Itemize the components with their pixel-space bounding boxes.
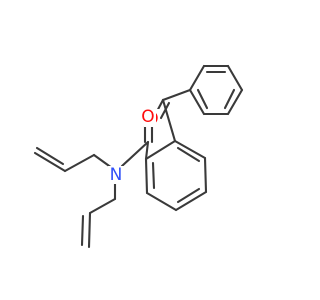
bond-ketone-phenyl — [161, 88, 192, 102]
bond-benzo-6 — [144, 139, 177, 161]
bond-allyl-upper-3a — [33, 151, 67, 173]
bond-benzo-inner-2 — [176, 187, 201, 204]
amide-nitrogen-background — [108, 166, 124, 184]
bond-allyl-lower-3a — [87, 211, 92, 249]
molecule-structure-diagram: O O N — [33, 64, 244, 249]
amide-oxygen-label: O — [141, 107, 154, 127]
bond-benzo-inner-1 — [176, 146, 201, 163]
bond-amide-n — [120, 140, 150, 168]
bond-benzo-4 — [145, 191, 178, 212]
bond-phenyl-6 — [188, 64, 206, 92]
bond-allyl-lower-2 — [88, 197, 117, 215]
bond-phenyl-2 — [226, 64, 244, 92]
bond-benzo-1 — [173, 139, 207, 160]
bond-allyl-upper-3b — [35, 146, 65, 166]
bond-phenyl-inner-3 — [196, 88, 209, 110]
bond-allyl-lower-3b — [80, 214, 85, 247]
bond-ketone-benzo — [161, 98, 177, 143]
bond-benzo-3 — [174, 190, 208, 212]
bond-benzo-5 — [144, 157, 149, 195]
amide-nitrogen-label: N — [110, 165, 123, 185]
amide-oxygen-background — [140, 108, 156, 126]
bond-allyl-upper-2 — [63, 153, 96, 173]
bonds — [33, 64, 244, 249]
bond-phenyl-3 — [226, 88, 244, 116]
bond-phenyl-inner-2 — [223, 88, 236, 110]
bond-allyl-upper-1 — [92, 153, 114, 170]
bond-phenyl-5 — [188, 88, 206, 116]
bond-benzo-inner-3 — [151, 161, 156, 190]
atom-labels: O O N — [108, 107, 160, 185]
bond-benzo-amide — [144, 140, 150, 161]
bond-benzo-2 — [203, 156, 208, 194]
